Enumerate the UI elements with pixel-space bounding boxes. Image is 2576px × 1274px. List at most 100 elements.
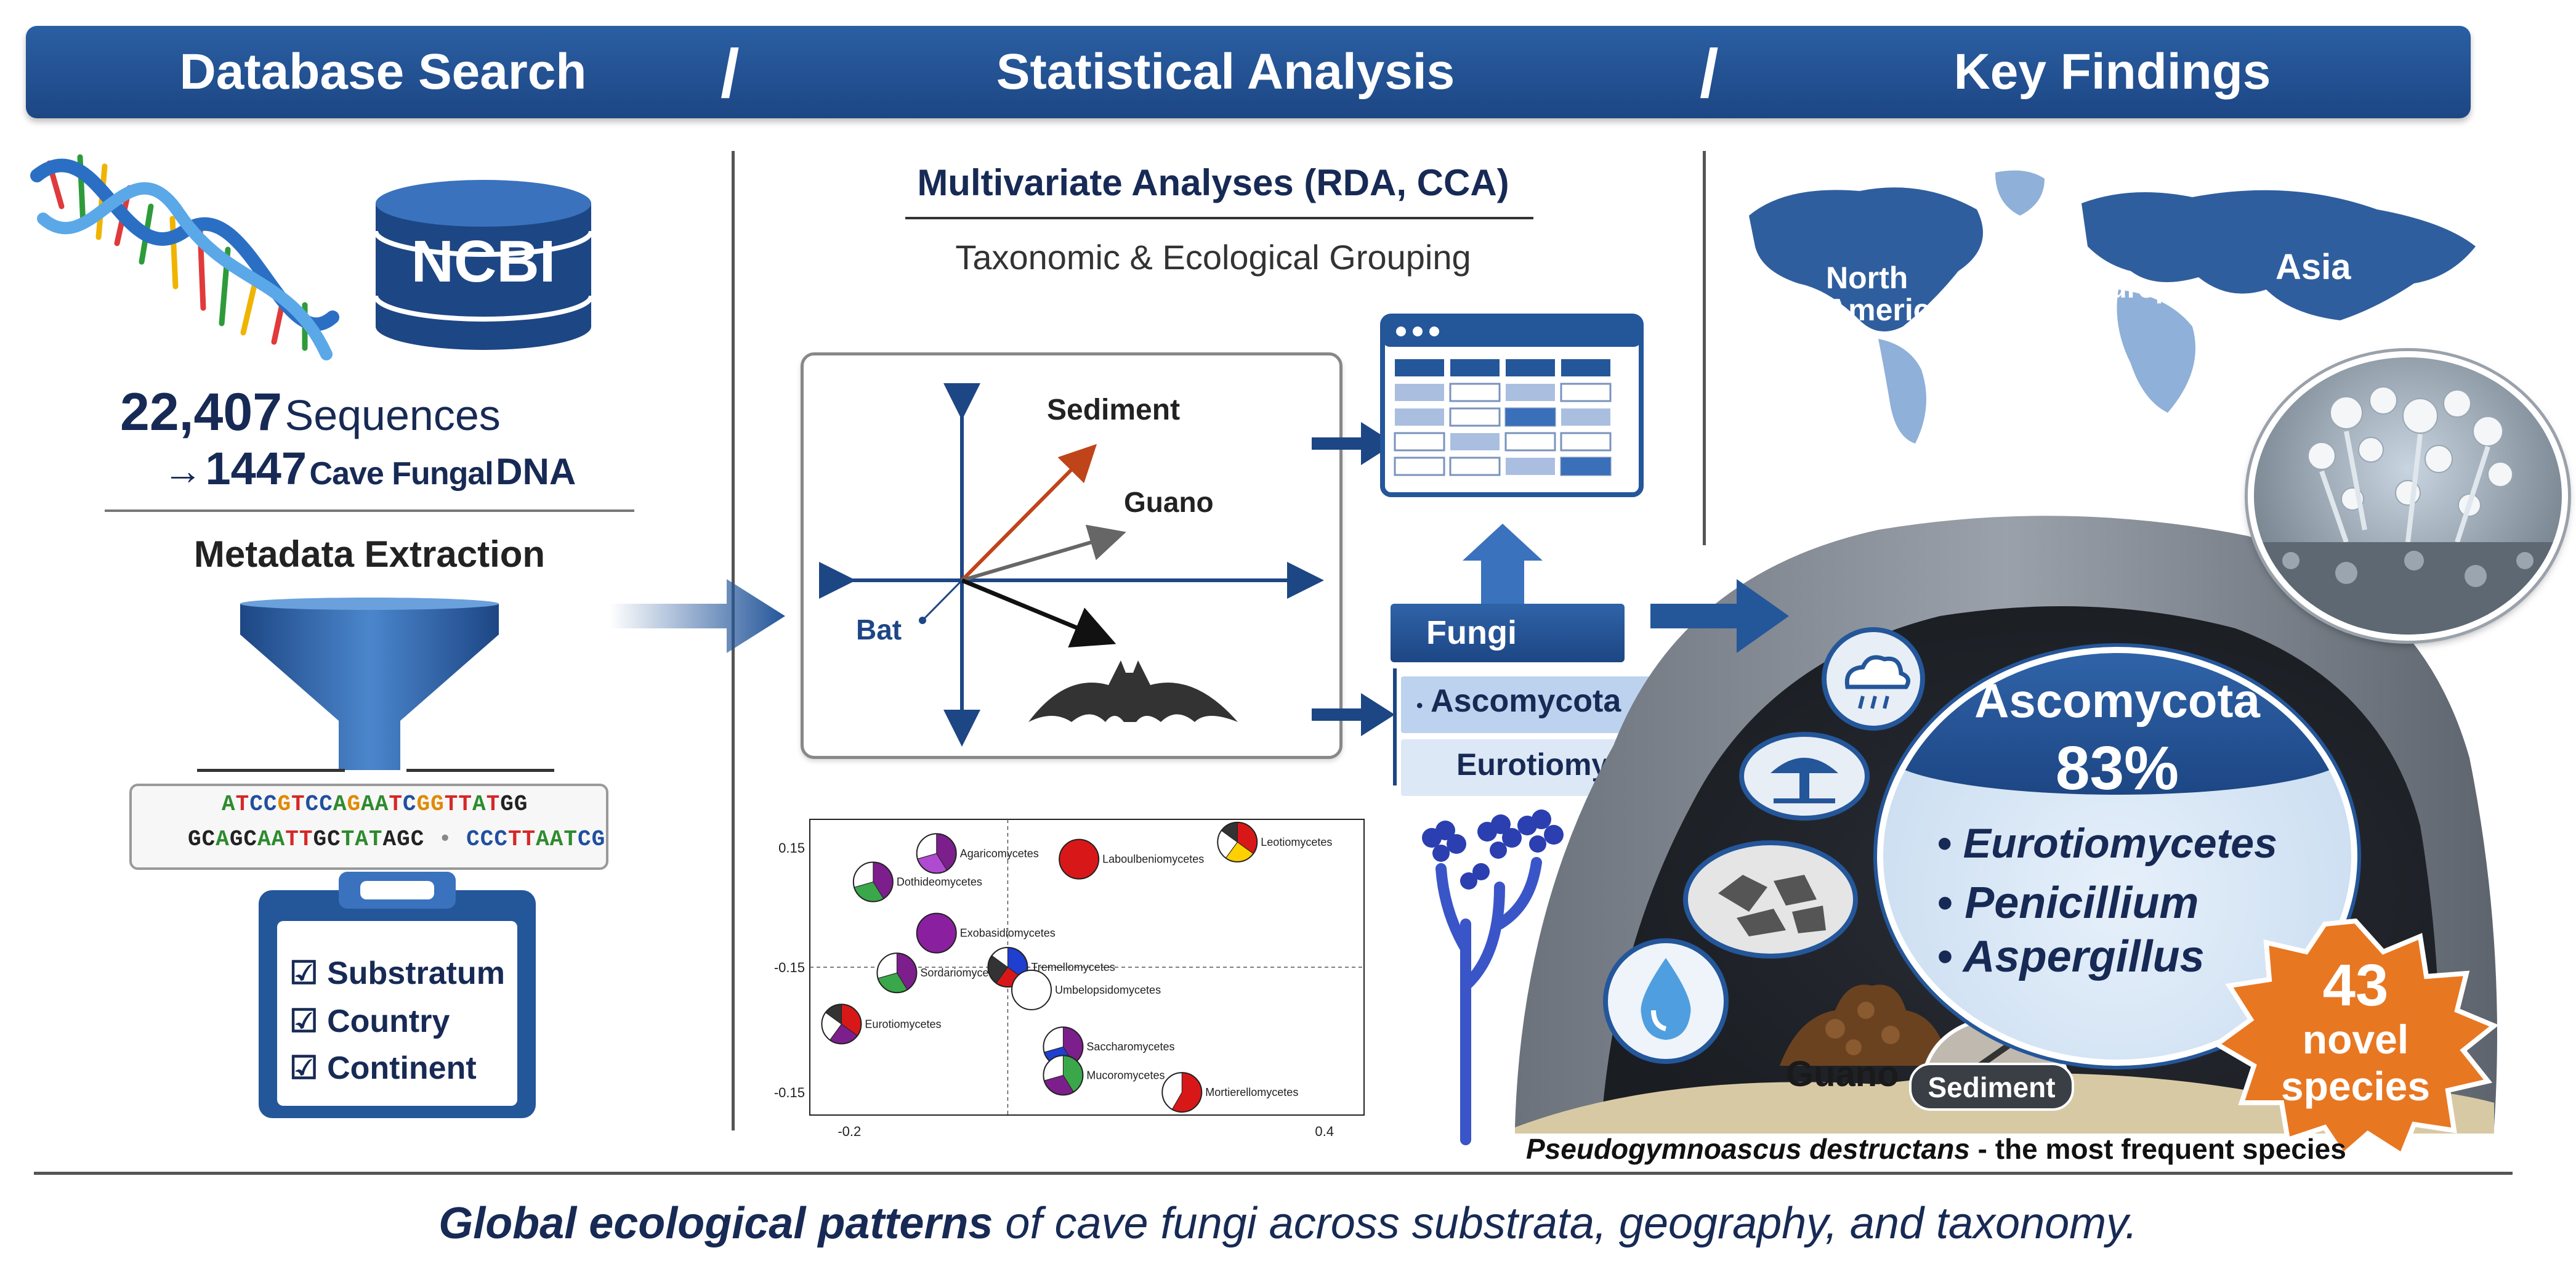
finding-circle-cap [1883,653,2351,795]
sequence-segment: T [235,792,250,817]
data-point-label: Laboulbeniomycetes [1102,853,1204,866]
sequence-segment: GC [188,827,216,852]
sequence-segment: • [424,827,467,852]
finding-percent: 83% [2055,734,2179,803]
footer-caption-rest: of cave fungi across substrata, geograph… [993,1199,2138,1248]
header-database-search: Database Search [179,44,587,100]
metadata-extraction-title: Metadata Extraction [193,534,546,575]
biplot-label-sediment: Sediment [1047,394,1181,426]
footer-caption: Global ecological patterns of cave fungi… [0,1198,2576,1249]
arrow-to-fungi-icon [1312,693,1395,736]
novel-species-label-1: novel [2302,1016,2409,1062]
sequence-count: 22,407 [120,383,283,442]
checklist-item-substratum: ☑ Substratum [289,956,505,991]
substrate-label-guano: Guano [1786,1054,1899,1094]
sequence-segment: GG [500,792,528,817]
data-point [1217,821,1258,862]
data-point [852,861,894,903]
footer-caption-bold: Global ecological patterns [438,1199,993,1248]
sequence-segment: AA [361,792,389,817]
header-band [26,26,2471,118]
data-point [916,912,957,954]
data-point [821,1004,862,1045]
header-statistical-analysis: Statistical Analysis [996,44,1455,100]
data-point [916,833,957,874]
flow-arrow-icon [1650,579,1789,653]
checkbox-checked-icon: ☑ [289,956,318,991]
map-label-asia: Asia [2275,247,2351,287]
sequence-segment: G [347,792,361,817]
divider-line [105,509,634,512]
water-drop-icon [1603,938,1729,1064]
fungi-box: Fungi [1391,604,1625,662]
data-point [876,952,918,994]
most-frequent-species-caption: Pseudogymnoascus destructans - the most … [1526,1132,2346,1166]
bat-icon [1028,660,1238,722]
bullet: • [1937,878,1953,928]
data-point-label: Saccharomycetes [1086,1041,1174,1053]
sequence-segment: CG [577,827,606,852]
seq-line-decor [406,769,554,772]
clipboard-icon [259,872,536,1118]
x-tick-label: 0.4 [1315,1124,1334,1139]
bullet: • [1937,820,1952,867]
sequence-segment: GC [229,827,258,852]
y-tick-label: -0.15 [774,960,805,975]
biplot-label-guano: Guano [1124,486,1214,518]
cave-fungal-count-line: → 1447 Cave Fungal DNA [163,442,576,495]
column-divider-right [1703,151,1706,545]
finding-taxon-aspergillus: • Aspergillus [1937,932,2205,981]
tree-connector [1393,668,1397,785]
data-point-label: Eurotiomycetes [865,1018,941,1030]
data-point-label: Umbelopsidomycetes [1055,984,1161,996]
y-tick-label: 0.15 [778,840,805,856]
ncbi-database-icon [373,180,594,350]
header-key-findings: Key Findings [1953,44,2271,100]
header-divider: / [1700,36,1719,112]
data-point-label: Exobasidiomycetes [960,927,1056,939]
data-point [987,947,1028,988]
arrow-to-table-icon [1312,422,1395,465]
finding-phylum: Ascomycota [1974,673,2260,728]
y-tick-label: -0.15 [774,1085,805,1100]
data-point-label: Tremellomycetes [1031,961,1115,973]
sequence-segment: A [333,792,347,817]
sequence-segment: GG [416,792,445,817]
checklist-item-continent: ☑ Continent [289,1050,477,1086]
x-tick-label: -0.2 [838,1124,861,1139]
sequence-segment: TAT [341,827,383,852]
taxon-box-ascomycota [1401,676,1666,733]
data-point-label: Mucoromycetes [1086,1069,1165,1081]
conidiophore-icon [1422,809,1564,1145]
sequence-segment: TT [285,827,313,852]
data-point [1059,838,1100,880]
novel-species-label-2: species [2280,1063,2431,1109]
sequence-segment: A [216,827,230,852]
footer-divider [34,1172,2513,1175]
multivariate-subtitle: Taxonomic & Ecological Grouping [955,238,1471,277]
sequence-segment: CCC [466,827,508,852]
data-point [1043,1055,1084,1096]
title-underline [905,217,1533,219]
sequence-segment: G [277,792,292,817]
checkbox-checked-icon: ☑ [289,1004,318,1039]
map-label-north-america: North America [1826,261,1948,327]
novel-species-starburst-icon [2212,918,2499,1158]
ncbi-label: NCBI [411,229,556,294]
finding-taxon-penicillium: • Penicillium [1937,878,2199,928]
sequence-segment: TT [507,827,536,852]
arrow-right-icon: → [163,448,203,493]
sequence-segment: CC [249,792,278,817]
sequence-segment: A [222,792,236,817]
cave-fungal-label: Cave Fungal [309,456,494,492]
sequence-segment: T [389,792,403,817]
guano-pile-icon [1780,984,1949,1066]
sequence-segment: T [291,792,305,817]
sequence-segment: T [486,792,501,817]
rock-icon [1683,840,1858,959]
data-point [1161,1072,1203,1113]
species-suffix: - the most frequent species [1969,1133,2346,1165]
plant-root-icon [1739,732,1870,821]
dna-label: DNA [496,451,576,492]
